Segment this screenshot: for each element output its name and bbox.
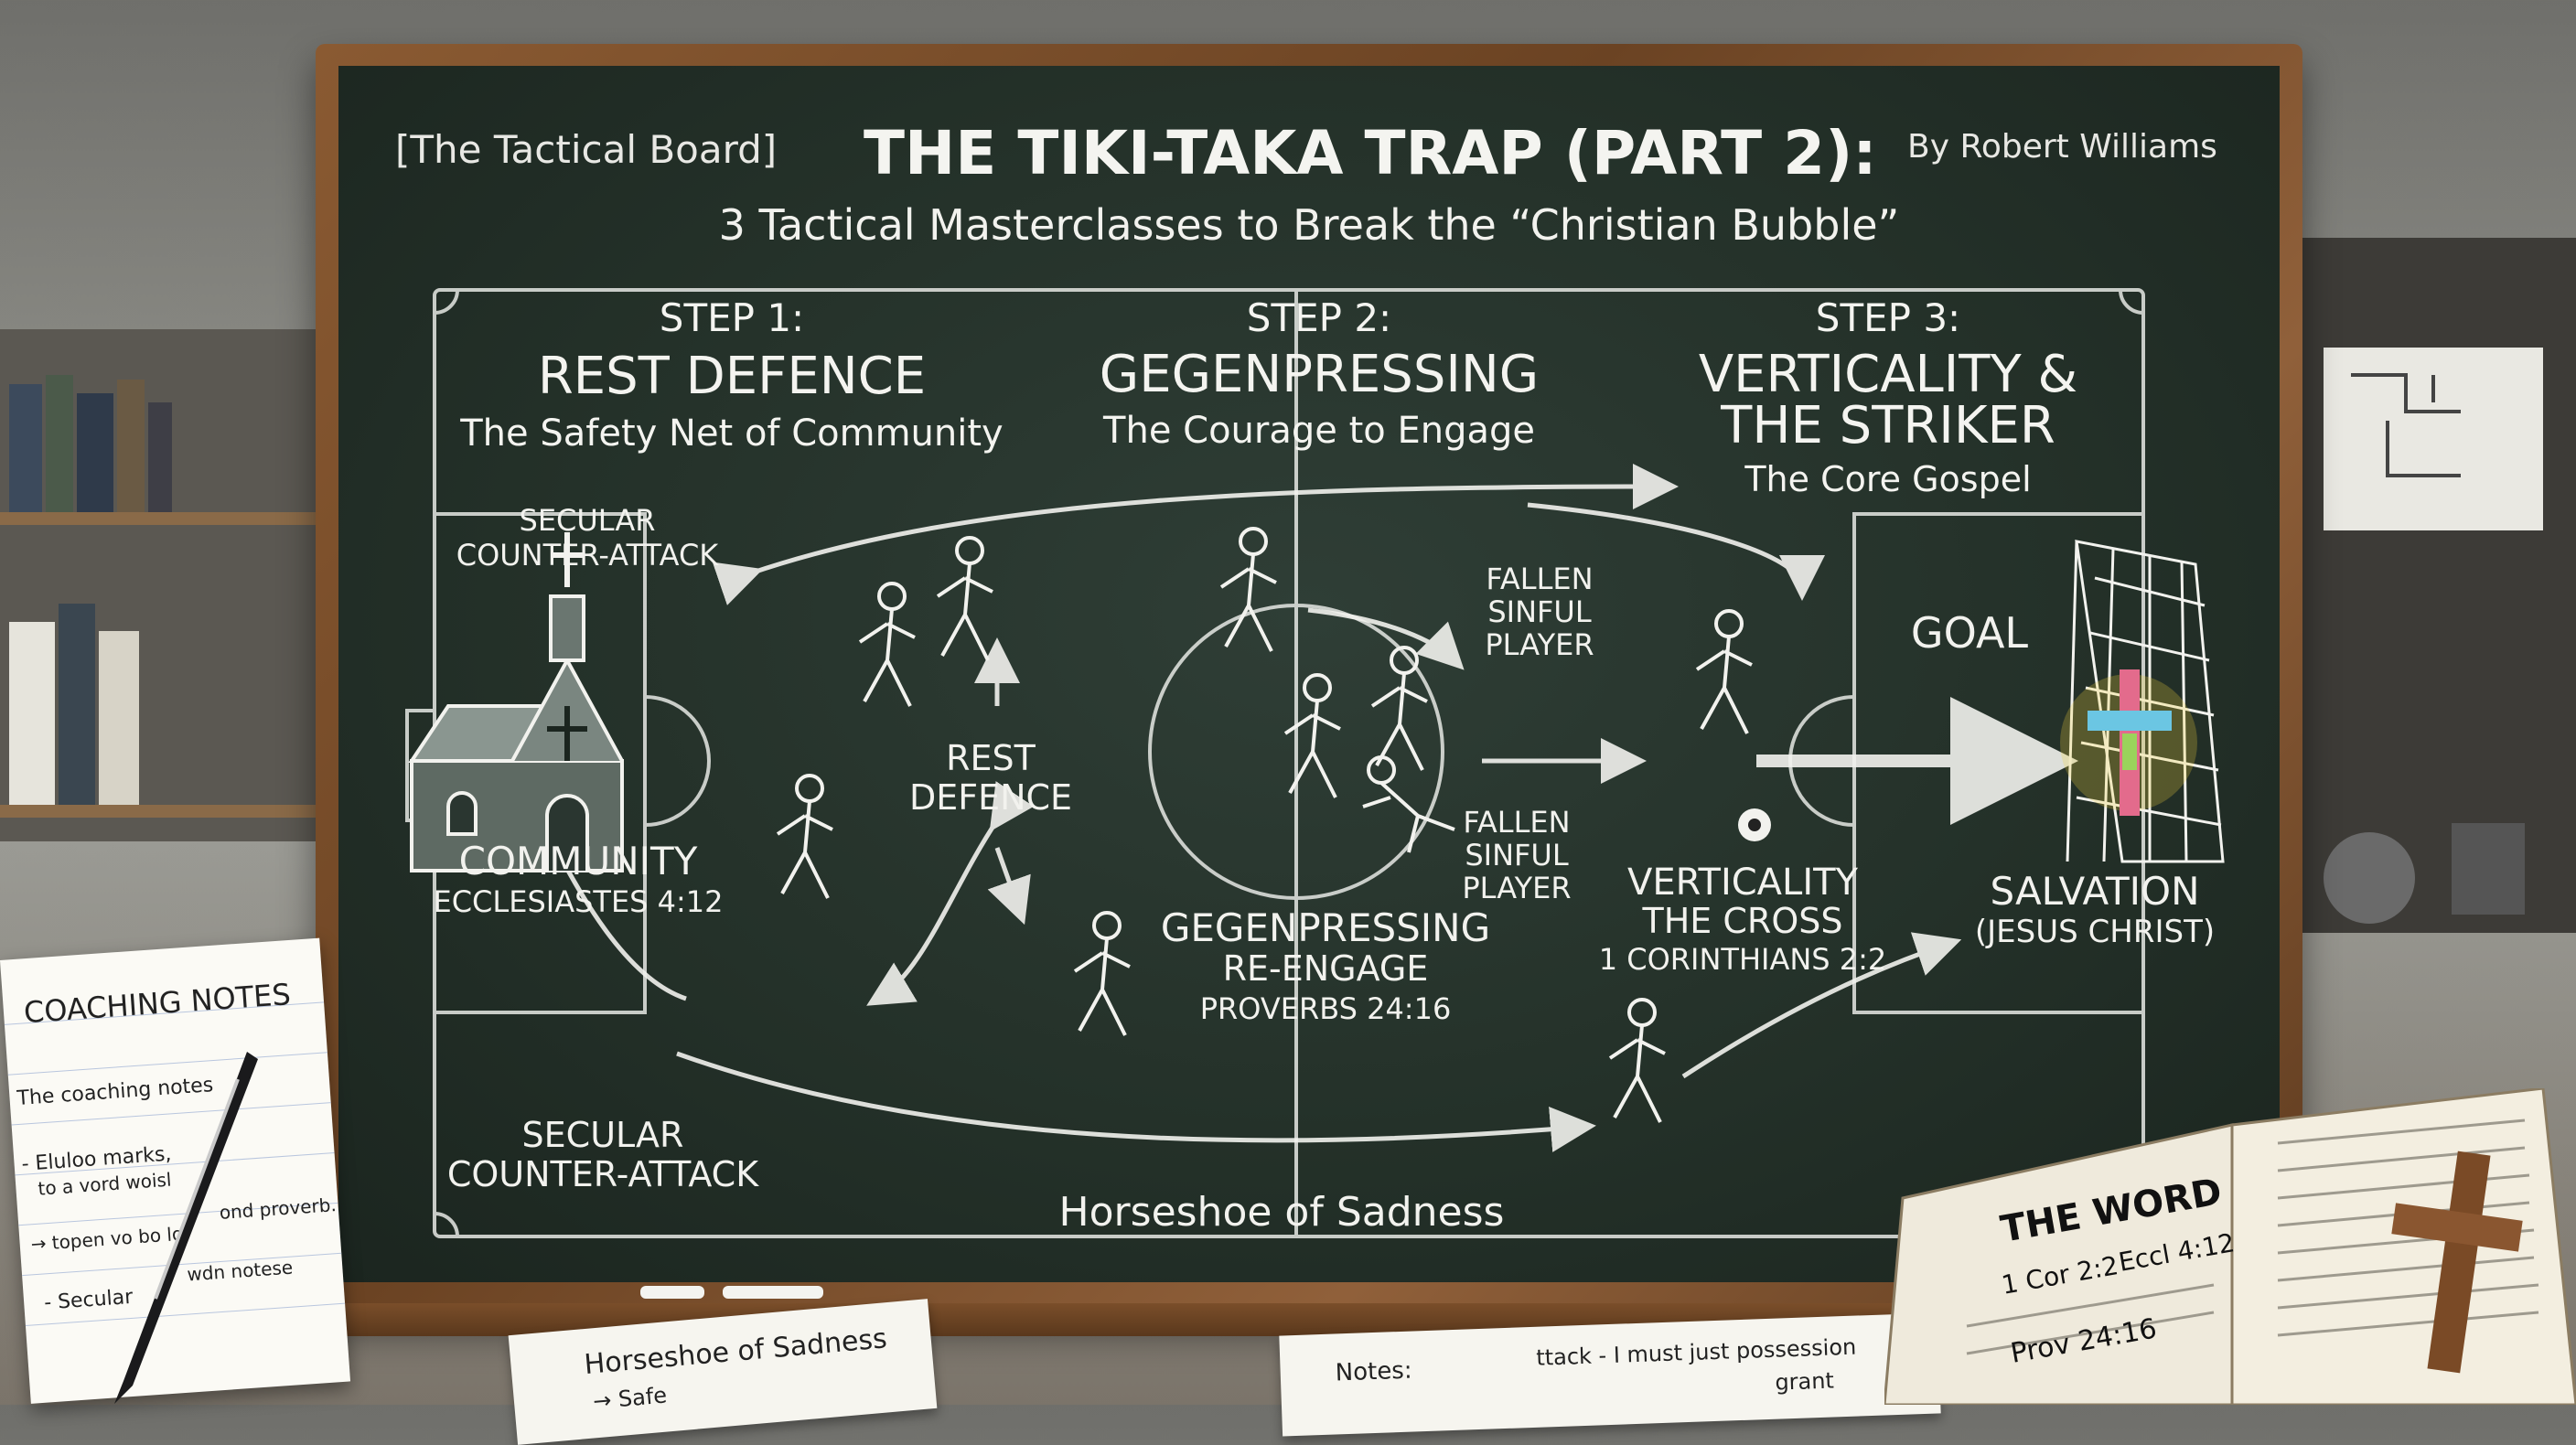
step2-heading: GEGENPRESSING xyxy=(1100,345,1539,404)
player-figure xyxy=(776,774,833,899)
paper-text: → Safe xyxy=(592,1382,669,1415)
salvation-label: SALVATION xyxy=(1991,869,2200,914)
fallen-top-label: FALLEN xyxy=(1486,562,1593,596)
bookshelf-right xyxy=(2287,238,2576,933)
pen-icon[interactable] xyxy=(101,1043,265,1408)
paper-text: ttack - I must just possession xyxy=(1535,1333,1857,1371)
chalk-stick[interactable] xyxy=(640,1286,704,1299)
step1-label: STEP 1: xyxy=(660,295,804,340)
player-top-label: PLAYER xyxy=(1485,627,1594,662)
open-bible: THE WORD 1 Cor 2:2 Eccl 4:12 Prov 24:16 xyxy=(1884,1088,2576,1405)
player-figure xyxy=(1370,646,1428,771)
player-figure xyxy=(1362,755,1455,853)
notepad-title: COACHING NOTES xyxy=(22,976,292,1031)
step3-subheading: The Core Gospel xyxy=(1744,459,2031,499)
tactical-board-label: [The Tactical Board] xyxy=(395,127,777,172)
pitch-diagram: [The Tactical Board] THE TIKI-TAKA TRAP … xyxy=(395,118,2225,1238)
counter-attack-bottom-label: COUNTER-ATTACK xyxy=(447,1154,759,1194)
gegenpressing-label: GEGENPRESSING xyxy=(1161,905,1490,950)
step2-label: STEP 2: xyxy=(1247,295,1391,340)
church-icon xyxy=(408,532,624,872)
bookshelf-left xyxy=(0,329,329,841)
step2-subheading: The Courage to Engage xyxy=(1102,410,1535,452)
the-cross-label: THE CROSS xyxy=(1642,901,1843,941)
horseshoe-of-sadness-label: Horseshoe of Sadness xyxy=(1059,1189,1505,1236)
proverbs-ref: PROVERBS 24:16 xyxy=(1200,991,1452,1026)
step1-heading: REST DEFENCE xyxy=(538,347,926,406)
secular-top-label: SECULAR xyxy=(520,503,656,538)
rest-label: REST xyxy=(946,738,1036,778)
paper-text: grant xyxy=(1774,1367,1835,1396)
movement-arrows xyxy=(513,464,2078,1152)
player-figure xyxy=(1073,911,1131,1036)
player-figure xyxy=(1695,609,1753,734)
paper-text: Notes: xyxy=(1335,1356,1413,1387)
re-engage-label: RE-ENGAGE xyxy=(1223,948,1429,989)
goal-label: GOAL xyxy=(1911,608,2029,658)
jesus-christ-label: (JESUS CHRIST) xyxy=(1975,914,2215,950)
corinthians-ref: 1 CORINTHIANS 2:2 xyxy=(1599,942,1887,977)
ecclesiastes-ref: ECCLESIASTES 4:12 xyxy=(433,884,723,919)
player-figure xyxy=(1283,673,1341,798)
community-label: COMMUNITY xyxy=(459,839,698,883)
wooden-cross-icon xyxy=(2391,1151,2523,1374)
player-figure xyxy=(936,536,993,661)
secular-bottom-label: SECULAR xyxy=(522,1115,684,1155)
player-figure xyxy=(858,582,916,707)
player-figure xyxy=(1608,998,1666,1123)
player-figure xyxy=(1219,527,1277,652)
glowing-cross-icon xyxy=(2060,669,2197,816)
page-title: THE TIKI-TAKA TRAP (PART 2): xyxy=(864,118,1877,188)
subtitle: 3 Tactical Masterclasses to Break the “C… xyxy=(719,200,1900,250)
step3-heading-line2: THE STRIKER xyxy=(1720,396,2055,455)
player-mid-label: PLAYER xyxy=(1462,871,1571,905)
step3-label: STEP 3: xyxy=(1816,295,1960,340)
step1-subheading: The Safety Net of Community xyxy=(459,412,1003,455)
chalk-stick[interactable] xyxy=(723,1286,823,1299)
verticality-label: VERTICALITY xyxy=(1627,862,1859,904)
sinful-top-label: SINFUL xyxy=(1487,594,1592,629)
paper-text: Horseshoe of Sadness xyxy=(583,1322,889,1382)
football-icon xyxy=(1738,808,1771,841)
fallen-mid-label: FALLEN xyxy=(1463,805,1570,840)
step3-heading-line1: VERTICALITY & xyxy=(1699,345,2077,404)
counter-attack-top-label: COUNTER-ATTACK xyxy=(456,538,720,573)
chalkboard: [The Tactical Board] THE TIKI-TAKA TRAP … xyxy=(338,66,2280,1282)
sinful-mid-label: SINFUL xyxy=(1465,838,1569,872)
author-byline: By Robert Williams xyxy=(1907,128,2217,166)
goal-net-icon xyxy=(2066,540,2225,863)
defence-label: DEFENCE xyxy=(909,777,1072,818)
player-figures xyxy=(776,527,1753,1123)
